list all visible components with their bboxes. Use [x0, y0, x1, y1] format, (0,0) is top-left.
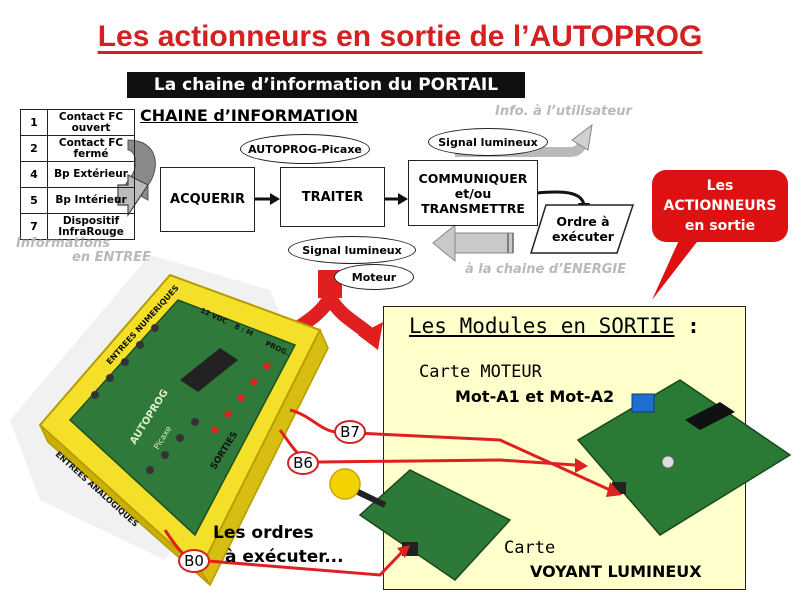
- motor-card-label: Carte MOTEUR: [419, 362, 542, 382]
- light-card-name: VOYANT LUMINEUX: [530, 562, 702, 581]
- motor-card-terminal: [631, 393, 655, 413]
- inputs-caption-2: en ENTREE: [72, 250, 151, 265]
- communicate-box: COMMUNIQUER et/ou TRANSMETTRE: [408, 160, 538, 226]
- modules-title: Les Modules en SORTIE :: [409, 314, 700, 338]
- bubble-tail: [652, 238, 700, 300]
- pin-b0: B0: [178, 549, 210, 573]
- energy-chain-label: à la chaine d’ENERGIE: [465, 262, 627, 277]
- signal-bottom-ellipse: Signal lumineux: [288, 236, 416, 264]
- order-label: Ordre à exécuter: [552, 214, 614, 244]
- user-info-label: Info. à l’utilisateur: [495, 104, 632, 119]
- lamp: [329, 468, 361, 500]
- signal-top-ellipse: Signal lumineux: [428, 128, 548, 156]
- processor-ellipse: AUTOPROG-Picaxe: [240, 134, 370, 164]
- motor-ellipse: Moteur: [334, 264, 414, 290]
- chain-title: CHAINE d’INFORMATION: [140, 106, 359, 125]
- inputs-caption-1: Informations: [16, 236, 111, 251]
- light-card-label: Carte: [504, 538, 556, 558]
- order-curve: [536, 190, 586, 206]
- light-card: [358, 469, 512, 581]
- page-title: Les actionneurs en sortie de l’AUTOPROG: [97, 20, 703, 53]
- orders-line-2: à exécuter...: [225, 547, 344, 567]
- pin-b6: B6: [287, 451, 319, 475]
- motor-card-outputs: Mot-A1 et Mot-A2: [455, 387, 615, 406]
- order-shape: [530, 204, 634, 254]
- actuators-bubble: Les ACTIONNEURS en sortie: [652, 170, 788, 242]
- motor-card: [576, 379, 792, 536]
- acquire-box: ACQUERIR: [160, 167, 255, 232]
- process-box: TRAITER: [280, 167, 385, 227]
- orders-line-1: Les ordres: [213, 523, 314, 543]
- diagram-banner: La chaine d’information du PORTAIL COULI…: [127, 72, 525, 121]
- pin-b7: B7: [334, 420, 366, 444]
